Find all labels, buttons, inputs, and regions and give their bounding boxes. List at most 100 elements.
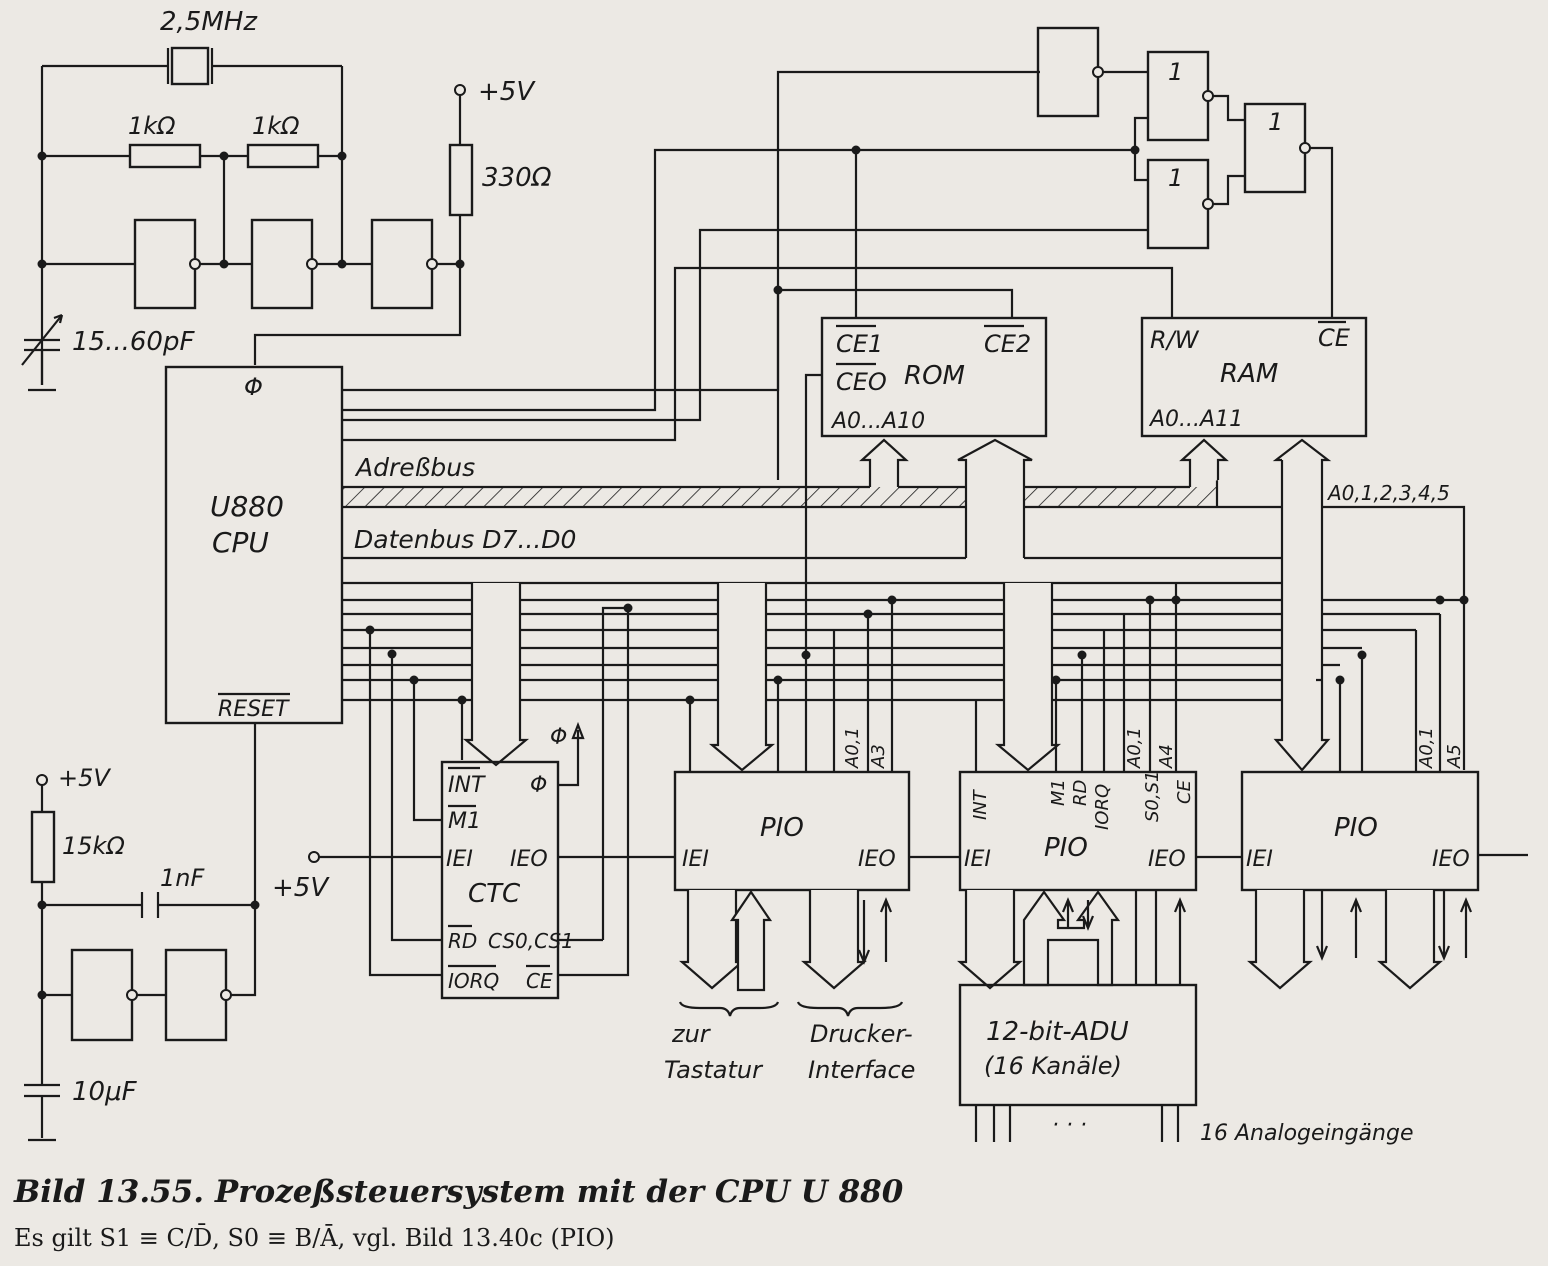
cpu-phi-label: Φ [244, 373, 263, 401]
cap-10uf-label: 10μF [72, 1077, 138, 1107]
pio1-name-label: PIO [760, 813, 804, 843]
vcc-ctc-label: +5V [272, 873, 330, 903]
inverter-3 [370, 218, 434, 310]
ctc-phi-label: Φ [530, 773, 547, 798]
pio2-a01-label: A0,1 [1124, 727, 1145, 769]
pio2-iei-label: IEI [964, 847, 991, 872]
drucker-label-2: Interface [808, 1056, 915, 1084]
tastatur-label-1: zur [671, 1020, 712, 1048]
resistor-1k-b [246, 143, 320, 169]
pio1-a3-label: A3 [868, 744, 889, 769]
ctc-wiring [308, 603, 675, 977]
resistor-1k-b-label: 1kΩ [252, 112, 300, 140]
pio3-name-label: PIO [1334, 813, 1378, 843]
ctc-phi-out-label: Φ [550, 725, 567, 750]
pio1-box [673, 770, 911, 892]
pio2-box [958, 770, 1198, 892]
resistor-15k-label: 15kΩ [62, 832, 125, 860]
control-lines [342, 26, 1334, 480]
pio3-outputs [1247, 890, 1473, 990]
ram-box [1140, 316, 1368, 438]
pio1-iei-label: IEI [682, 847, 709, 872]
vcc-terminal-top [454, 84, 466, 96]
adu-label-2: (16 Kanäle) [984, 1052, 1122, 1080]
ctc-box [440, 760, 560, 1000]
cpu-reset-label: RESET [218, 697, 290, 722]
oscillator-circuit [21, 46, 474, 392]
data-bus-label: Datenbus D7...D0 [354, 525, 576, 554]
analog-inputs-label: 16 Analogeingänge [1200, 1121, 1413, 1146]
cap-var-label: 15...60pF [72, 327, 195, 357]
inverter-reset-1 [70, 948, 134, 1042]
vcc-top-label: +5V [478, 77, 536, 107]
gate-1b-label: 1 [1168, 164, 1183, 192]
ellipsis-label: · · · [1052, 1113, 1087, 1138]
ctc-iei-label: IEI [446, 847, 473, 872]
ctc-rd-label: RD [448, 929, 477, 953]
inverter-reset-2 [164, 948, 228, 1042]
pio1-wiring [685, 595, 897, 772]
resistor-330 [448, 143, 474, 217]
pio2-int-label: INT [970, 788, 991, 820]
cpu-name-1: U880 [210, 490, 284, 523]
rom-ceo-label: CEO [836, 368, 887, 396]
crystal [170, 46, 210, 86]
gate-1c-label: 1 [1268, 108, 1283, 136]
ctc-name-label: CTC [468, 879, 521, 909]
cap-1nf-label: 1nF [160, 864, 205, 892]
pio2-outputs [957, 890, 1198, 1142]
pio2-ce-label: CE [1174, 779, 1195, 804]
vcc-reset-label: +5V [58, 764, 111, 792]
figure-caption-note: Es gilt S1 ≡ C/D̄, S0 ≡ B/Ā, vgl. Bild 1… [14, 1224, 615, 1252]
pio3-ieo-label: IEO [1432, 847, 1470, 872]
address-bus-label: Adreßbus [354, 453, 475, 482]
drucker-label-1: Drucker- [810, 1020, 913, 1048]
ctc-ieo-label: IEO [510, 847, 548, 872]
pio2-a4-label: A4 [1156, 744, 1177, 769]
inverter-2 [250, 218, 314, 310]
ctc-ce-label: CE [526, 969, 553, 993]
tastatur-label-2: Tastatur [664, 1056, 764, 1084]
ram-name-label: RAM [1220, 359, 1278, 389]
pio1-outputs [678, 890, 904, 1017]
pio3-iei-label: IEI [1246, 847, 1273, 872]
ram-rw-label: R/W [1150, 326, 1200, 354]
pio2-name-label: PIO [1044, 833, 1088, 863]
ctc-iorq-label: IORQ [448, 969, 499, 993]
pio1-a01-label: A0,1 [842, 727, 863, 769]
ctc-m1-label: M1 [448, 809, 481, 834]
pio3-box [1240, 770, 1480, 892]
ctc-int-label: INT [448, 773, 486, 798]
pio3-address-label: A0,1,2,3,4,5 [1326, 481, 1450, 505]
adu-box [958, 983, 1198, 1107]
ram-addr-label: A0...A11 [1148, 407, 1243, 432]
pio2-wiring [974, 583, 1181, 772]
resistor-1k-a [128, 143, 202, 169]
reset-circuit [24, 723, 260, 1142]
gate-1a-label: 1 [1168, 58, 1183, 86]
rom-box [820, 316, 1048, 438]
figure-caption-title: Bild 13.55. Prozeßsteuersystem mit der C… [13, 1174, 904, 1210]
resistor-1k-a-label: 1kΩ [128, 112, 176, 140]
pio1-ieo-label: IEO [858, 847, 896, 872]
ctc-cs-label: CS0,CS1 [488, 929, 574, 953]
cpu-name-2: CPU [212, 526, 269, 559]
pio2-m1-label: M1 [1048, 779, 1069, 806]
gate-a [1036, 26, 1100, 118]
pio3-wiring [1335, 595, 1469, 772]
rom-addr-label: A0...A10 [830, 409, 925, 434]
rom-ce2-label: CE2 [984, 330, 1031, 358]
pio2-rd-label: RD [1070, 780, 1091, 806]
pio3-a01-label: A0,1 [1416, 727, 1437, 769]
resistor-15k [30, 810, 56, 884]
address-bus [342, 487, 1217, 507]
adu-label-1: 12-bit-ADU [986, 1017, 1129, 1047]
resistor-330-label: 330Ω [482, 163, 552, 193]
pio3-a5-label: A5 [1444, 744, 1465, 769]
pio2-iorq-label: IORQ [1092, 784, 1113, 830]
rom-ce1-label: CE1 [836, 330, 883, 358]
inverter-1 [133, 218, 197, 310]
ram-ce-label: CE [1318, 324, 1351, 352]
crystal-label: 2,5MHz [160, 7, 258, 37]
